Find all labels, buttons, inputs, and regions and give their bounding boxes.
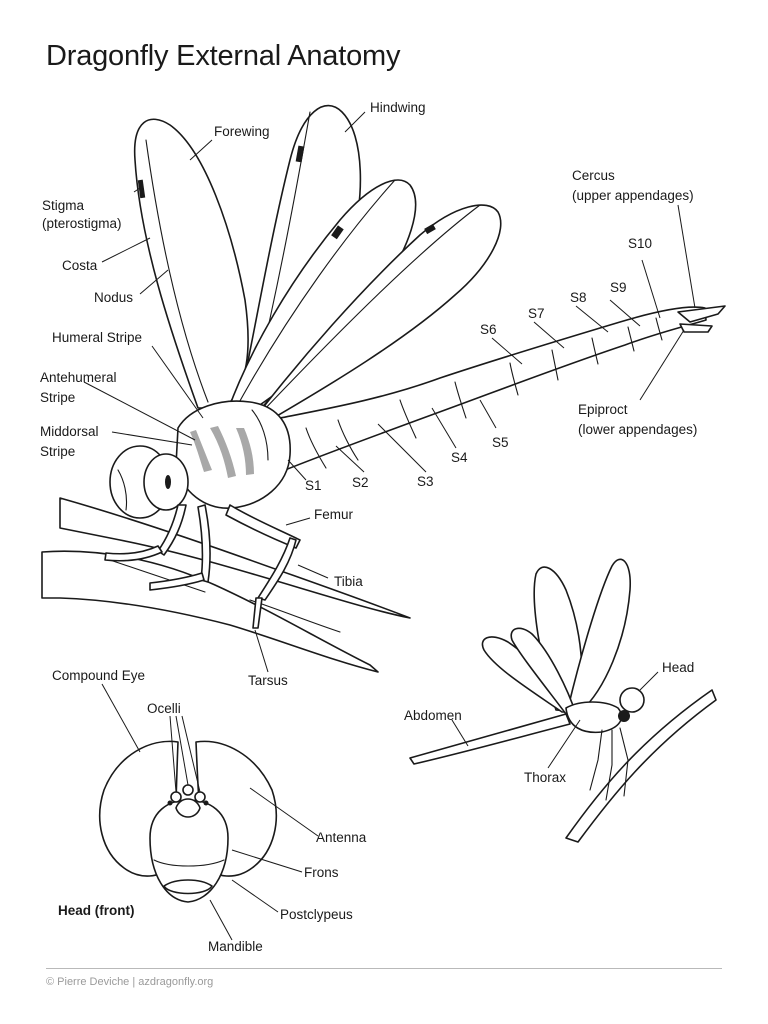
label-compound-eye: Compound Eye — [52, 668, 145, 683]
footer-divider — [46, 968, 722, 969]
label-epiproct: Epiproct — [578, 402, 628, 417]
abdomen-segments — [269, 305, 726, 471]
head-front-leader-lines — [101, 683, 319, 941]
main-leader-lines — [83, 111, 696, 673]
label-forewing: Forewing — [214, 124, 270, 139]
small-dragonfly-labels: Head Abdomen Thorax — [404, 660, 694, 785]
small-dragonfly-leaders — [451, 671, 659, 769]
label-antehumeral: Antehumeral — [40, 370, 117, 385]
label-s5: S5 — [492, 435, 509, 450]
thorax-shape — [175, 400, 291, 509]
label-stigma: Stigma — [42, 198, 85, 213]
label-s2: S2 — [352, 475, 369, 490]
label-s7: S7 — [528, 306, 545, 321]
label-tarsus: Tarsus — [248, 673, 288, 688]
head-side-view — [109, 445, 189, 519]
forewing-shape — [133, 118, 249, 409]
label-s4: S4 — [451, 450, 468, 465]
label-s6: S6 — [480, 322, 497, 337]
label-mandible: Mandible — [208, 939, 263, 954]
label-abdomen: Abdomen — [404, 708, 462, 723]
head-front-view — [98, 740, 278, 903]
label-s3: S3 — [417, 474, 434, 489]
label-s10: S10 — [628, 236, 652, 251]
legs — [104, 504, 301, 629]
label-cercus: Cercus — [572, 168, 615, 183]
label-ocelli: Ocelli — [147, 701, 181, 716]
label-antenna: Antenna — [316, 830, 367, 845]
label-s1: S1 — [305, 478, 322, 493]
label-nodus: Nodus — [94, 290, 133, 305]
small-dragonfly — [409, 558, 717, 843]
label-head: Head — [662, 660, 694, 675]
label-antehumeral-stripe: Stripe — [40, 390, 75, 405]
label-pterostigma: (pterostigma) — [42, 216, 122, 231]
label-s8: S8 — [570, 290, 587, 305]
label-thorax: Thorax — [524, 770, 566, 785]
right-hindwing-shape — [257, 204, 502, 421]
label-cercus-sub: (upper appendages) — [572, 188, 694, 203]
label-epiproct-sub: (lower appendages) — [578, 422, 697, 437]
label-frons: Frons — [304, 865, 339, 880]
label-humeral-stripe: Humeral Stripe — [52, 330, 142, 345]
label-tibia: Tibia — [334, 574, 363, 589]
label-hindwing: Hindwing — [370, 100, 426, 115]
perch-branch — [41, 497, 411, 673]
label-middorsal: Middorsal — [40, 424, 99, 439]
main-figure-labels: Forewing Hindwing Stigma (pterostigma) C… — [40, 100, 697, 688]
label-costa: Costa — [62, 258, 98, 273]
page-title: Dragonfly External Anatomy — [46, 40, 401, 72]
label-femur: Femur — [314, 507, 354, 522]
label-postclypeus: Postclypeus — [280, 907, 353, 922]
head-front-labels: Compound Eye Ocelli Antenna Frons Postcl… — [52, 668, 367, 954]
label-head-front: Head (front) — [58, 903, 135, 918]
label-middorsal-stripe: Stripe — [40, 444, 75, 459]
copyright-credit: © Pierre Deviche | azdragonfly.org — [46, 976, 214, 988]
label-s9: S9 — [610, 280, 627, 295]
